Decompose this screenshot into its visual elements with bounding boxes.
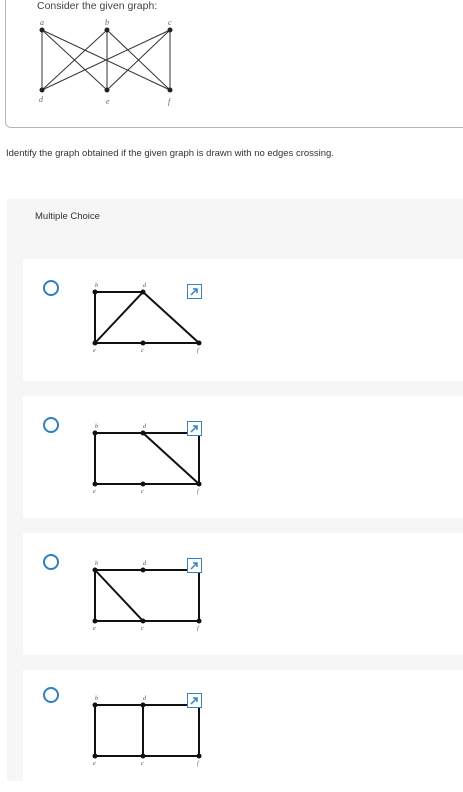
vertex-label-c: c — [141, 626, 144, 632]
multiple-choice-panel: Multiple Choice b d e c f — [7, 199, 463, 792]
question-card — [5, 0, 463, 128]
vertex-label-d: d — [143, 561, 147, 567]
vertex-label-c: c — [168, 18, 172, 27]
vertex-label-e: e — [93, 761, 96, 767]
vertex-label-b: b — [105, 18, 109, 27]
question-title: Consider the given graph: — [37, 0, 158, 12]
vertex-label-c: c — [141, 489, 144, 495]
multiple-choice-header: Multiple Choice — [35, 211, 100, 222]
choice-graph: b d e c f — [92, 561, 202, 632]
question-graph: a b c d e f — [39, 18, 173, 106]
vertex-label-d: d — [143, 696, 147, 702]
choice-option-4[interactable]: b d e c f — [23, 670, 463, 792]
vertex-label-d: d — [143, 283, 147, 289]
vertex-label-b: b — [95, 424, 98, 430]
radio-button[interactable] — [43, 417, 59, 433]
vertex-label-f: f — [197, 488, 200, 495]
vertex-label-d: d — [143, 424, 147, 430]
expand-icon[interactable] — [187, 284, 202, 299]
choice-option-1[interactable]: b d e c f — [23, 259, 463, 381]
vertex-label-a: a — [40, 18, 44, 27]
choice-graph: b d e c f — [92, 424, 202, 495]
expand-icon[interactable] — [187, 693, 202, 708]
expand-icon[interactable] — [187, 558, 202, 573]
choice-graph: b d e c f — [92, 283, 202, 354]
vertex-label-b: b — [95, 696, 98, 702]
vertex-label-c: c — [141, 761, 144, 767]
vertex-label-b: b — [95, 283, 98, 289]
choice-option-3[interactable]: b d e c f — [23, 533, 463, 655]
vertex-label-f: f — [197, 625, 200, 632]
vertex-label-f: f — [197, 760, 200, 767]
question-prompt: Identify the graph obtained if the given… — [6, 148, 334, 159]
expand-icon[interactable] — [187, 421, 202, 436]
radio-button[interactable] — [43, 280, 59, 296]
radio-button[interactable] — [43, 687, 59, 703]
vertex-label-e: e — [93, 348, 96, 354]
vertex-label-b: b — [95, 561, 98, 567]
vertex-label-f: f — [168, 97, 172, 106]
vertex-label-d: d — [39, 95, 44, 104]
vertex-label-e: e — [106, 97, 110, 106]
vertex-label-e: e — [93, 626, 96, 632]
choice-graph: b d e c f — [92, 696, 202, 767]
vertex-label-c: c — [141, 348, 144, 354]
vertex-label-f: f — [197, 347, 200, 354]
choice-option-2[interactable]: b d e c f — [23, 396, 463, 518]
vertex-label-e: e — [93, 489, 96, 495]
radio-button[interactable] — [43, 554, 59, 570]
